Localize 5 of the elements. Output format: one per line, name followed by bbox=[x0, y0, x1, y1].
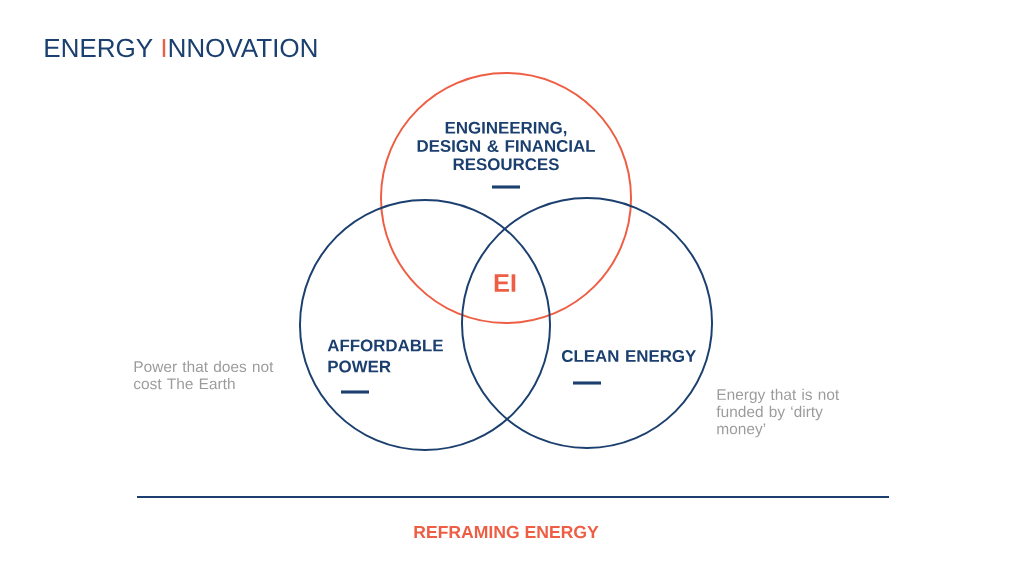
note-text: Energy that is not funded by ‘dirty money’ bbox=[716, 388, 840, 438]
caption: REFRAMING ENERGY bbox=[414, 525, 599, 539]
center-label: EI bbox=[494, 274, 516, 292]
title: ENERGY INNOVATION bbox=[45, 38, 317, 58]
note-text: Power that does not cost The Earth bbox=[133, 360, 274, 390]
